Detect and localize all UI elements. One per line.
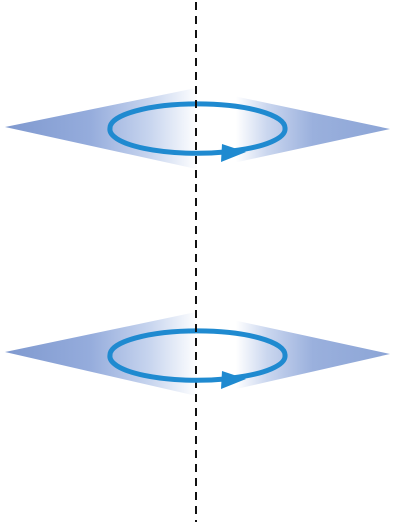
lower-plane (5, 312, 390, 397)
upper-plane (5, 88, 390, 170)
lower-plane-group (5, 312, 390, 397)
upper-plane-group (5, 88, 390, 170)
